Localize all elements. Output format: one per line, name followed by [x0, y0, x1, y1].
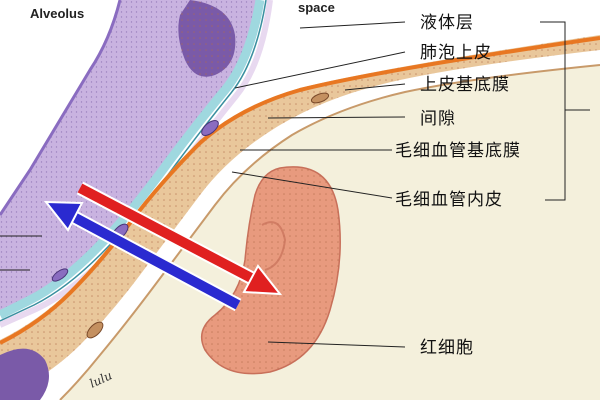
- label-alveolus: Alveolus: [30, 6, 84, 21]
- leader-capillary-endothelium: [231, 171, 393, 199]
- capillary-basement-membrane: [0, 36, 600, 345]
- nucleus-texture: [178, 0, 236, 77]
- red-blood-cell-texture: [201, 166, 341, 374]
- label-capillary-endothelium: 毛细血管内皮: [395, 190, 503, 210]
- carbon-dioxide-arrow: [43, 200, 242, 312]
- capillary-wall-texture: [0, 35, 600, 400]
- oxygen-arrow: [76, 181, 283, 296]
- endothelium-edge: [59, 64, 600, 400]
- leader-epithelial-basement-membrane: [344, 83, 406, 91]
- fluid-layer-edge: [0, 0, 267, 322]
- label-fluid-layer: 液体层: [420, 13, 474, 33]
- label-interstitial-space: 间隙: [420, 109, 456, 129]
- organelle: [310, 92, 330, 104]
- alveolus-lumen: [0, 0, 120, 215]
- rbc-concavity: [261, 221, 287, 271]
- leader-fluid-layer: [299, 21, 406, 29]
- leader-alveolar-epithelium: [234, 51, 406, 89]
- label-epithelial-basement-membrane: 上皮基底膜: [420, 75, 510, 95]
- label-space: space: [298, 0, 335, 15]
- fluid-layer: [0, 0, 265, 320]
- leader-interstitial-space: [267, 116, 406, 119]
- alveolar-cell-edge: [0, 0, 122, 216]
- organelle: [201, 120, 219, 136]
- label-alveolar-epithelium: 肺泡上皮: [420, 43, 492, 63]
- organelle: [86, 321, 104, 339]
- leader-red-blood-cell: [267, 341, 406, 348]
- endothelial-nucleus: [0, 348, 49, 400]
- label-capillary-basement-membrane: 毛细血管基底膜: [395, 141, 521, 161]
- label-red-blood-cell: 红细胞: [420, 338, 474, 358]
- membrane-bracket: [540, 21, 566, 201]
- organelle: [51, 268, 69, 282]
